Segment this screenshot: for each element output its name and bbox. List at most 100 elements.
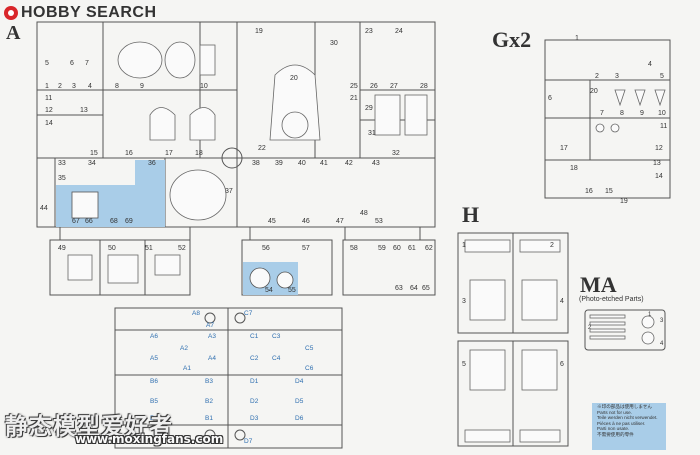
svg-text:59: 59 [378, 245, 386, 252]
sprue-ma-frame [584, 309, 666, 351]
svg-text:B1: B1 [205, 415, 213, 422]
svg-text:D4: D4 [295, 378, 304, 385]
svg-text:28: 28 [420, 83, 428, 90]
svg-text:4: 4 [660, 341, 664, 347]
svg-text:21: 21 [350, 95, 358, 102]
svg-text:B5: B5 [150, 398, 158, 405]
sprue-a-part-numbers: 1 2 3 4 5 6 7 8 9 10 11 12 13 14 15 16 1… [40, 28, 433, 294]
unused-parts-highlight-3 [135, 160, 165, 190]
svg-text:16: 16 [585, 188, 593, 195]
svg-text:56: 56 [262, 245, 270, 252]
note-line: Parts not for use. [597, 409, 632, 415]
sprue-a-upper-frame [36, 21, 436, 228]
svg-text:50: 50 [108, 245, 116, 252]
svg-text:D1: D1 [250, 378, 259, 385]
svg-text:30: 30 [330, 40, 338, 47]
sprue-ma-subtitle: (Photo-etched Parts) [579, 296, 644, 303]
sprue-h-letter: H [462, 202, 480, 227]
svg-text:17: 17 [165, 150, 173, 157]
svg-text:66: 66 [85, 218, 93, 225]
svg-text:A3: A3 [208, 333, 216, 340]
svg-text:20: 20 [590, 88, 598, 95]
svg-text:B6: B6 [150, 378, 158, 385]
sprue-h-part-numbers: 1 2 3 4 5 6 [462, 242, 564, 368]
svg-text:A2: A2 [180, 345, 188, 352]
hobby-search-logo-icon [4, 6, 18, 20]
svg-text:20: 20 [290, 75, 298, 82]
sprue-ma-part-numbers: 1 2 3 4 [588, 312, 664, 347]
svg-text:25: 25 [350, 83, 358, 90]
svg-text:16: 16 [125, 150, 133, 157]
svg-text:11: 11 [45, 95, 52, 102]
svg-text:69: 69 [125, 218, 133, 225]
svg-text:10: 10 [658, 110, 666, 117]
svg-text:B2: B2 [205, 398, 213, 405]
watermark-url: www.moxingfans.com [75, 432, 224, 446]
svg-text:58: 58 [350, 245, 358, 252]
svg-text:A4: A4 [208, 355, 216, 362]
svg-text:2: 2 [550, 242, 554, 249]
svg-text:36: 36 [148, 160, 156, 167]
svg-text:45: 45 [268, 218, 276, 225]
svg-text:15: 15 [90, 150, 98, 157]
svg-text:14: 14 [45, 120, 53, 127]
svg-text:2: 2 [588, 325, 592, 331]
note-line: 不需要使用的零件 [597, 431, 634, 437]
note-line: Pièces à ne pas utiliser. [597, 420, 646, 426]
brand-header: HOBBY SEARCH [4, 4, 157, 22]
svg-text:54: 54 [265, 287, 273, 294]
svg-text:31: 31 [368, 130, 376, 137]
svg-text:B3: B3 [205, 378, 213, 385]
svg-text:49: 49 [58, 245, 66, 252]
svg-text:9: 9 [640, 110, 644, 117]
svg-text:C3: C3 [272, 333, 281, 340]
svg-text:37: 37 [225, 188, 233, 195]
svg-text:12: 12 [45, 107, 53, 114]
svg-text:3: 3 [72, 83, 76, 90]
svg-text:55: 55 [288, 287, 296, 294]
svg-text:65: 65 [422, 285, 430, 292]
svg-text:A1: A1 [183, 365, 191, 372]
svg-text:32: 32 [392, 150, 400, 157]
svg-text:33: 33 [58, 160, 66, 167]
svg-text:B7: B7 [205, 438, 213, 445]
svg-text:5: 5 [462, 361, 466, 368]
svg-text:6: 6 [548, 95, 552, 102]
svg-text:41: 41 [320, 160, 328, 167]
svg-text:3: 3 [660, 318, 664, 324]
svg-text:18: 18 [195, 150, 203, 157]
svg-text:C6: C6 [305, 365, 314, 372]
sprue-a-middle-frame-3 [342, 239, 436, 296]
svg-text:19: 19 [255, 28, 263, 35]
svg-text:D5: D5 [295, 398, 304, 405]
svg-text:A6: A6 [150, 333, 158, 340]
svg-text:5: 5 [660, 73, 664, 80]
svg-text:3: 3 [615, 73, 619, 80]
svg-text:53: 53 [375, 218, 383, 225]
svg-text:47: 47 [336, 218, 344, 225]
svg-text:2: 2 [595, 73, 599, 80]
part-37 [169, 169, 227, 221]
svg-text:A8: A8 [192, 310, 200, 317]
svg-text:19: 19 [620, 198, 628, 205]
svg-text:34: 34 [88, 160, 96, 167]
svg-text:D3: D3 [250, 415, 259, 422]
note-line: ※印の部品は使用しません [597, 404, 652, 409]
svg-text:42: 42 [345, 160, 353, 167]
svg-text:D2: D2 [250, 398, 259, 405]
svg-text:7: 7 [600, 110, 604, 117]
brand-name: HOBBY SEARCH [21, 4, 157, 21]
svg-text:24: 24 [395, 28, 403, 35]
svg-text:1: 1 [648, 312, 652, 318]
svg-text:15: 15 [605, 188, 613, 195]
note-line: Teile werden nicht verwendet. [597, 415, 658, 420]
svg-text:8: 8 [115, 83, 119, 90]
svg-text:C7: C7 [244, 310, 253, 317]
svg-text:C4: C4 [272, 355, 281, 362]
note-line: Parti non usate. [597, 426, 630, 431]
unused-parts-highlight-2 [104, 185, 165, 227]
sprue-a-bottom-labels: A8 A7 C7 A6 A5 A3 A4 A2 A1 B6 B5 B4 B3 B… [150, 310, 314, 445]
svg-text:14: 14 [655, 173, 663, 180]
svg-text:29: 29 [365, 105, 373, 112]
